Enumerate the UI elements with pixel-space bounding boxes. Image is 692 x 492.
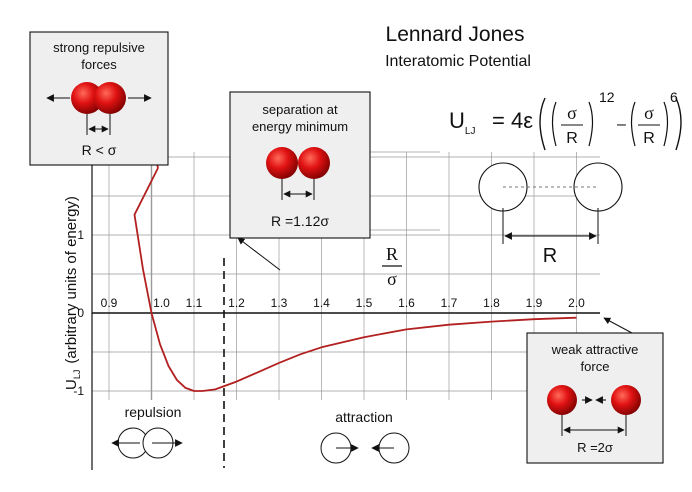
svg-text:ULJ: ULJ (449, 108, 475, 137)
formula-exp-6: 6 (670, 89, 678, 105)
separation-diagram: R (478, 162, 623, 267)
y-axis-label-sub: LJ (72, 370, 82, 380)
y-tick-labels: 1 0 -1 (73, 228, 84, 398)
callout-repulsive: strong repulsive forces R < σ (29, 31, 169, 166)
callout-minimum-line1: separation at (262, 102, 338, 117)
separation-label: R (543, 245, 557, 267)
callout-repulsive-line2: forces (81, 57, 117, 72)
formula: ULJ = 4ε σ R 12 – σ R 6 (449, 89, 682, 151)
axis-ratio-label: R σ (382, 244, 402, 289)
callout-attractive-line1: weak attractive (551, 342, 639, 357)
attraction-label: attraction (335, 409, 393, 425)
potential-curve (133, 167, 577, 392)
formula-r-2: R (643, 130, 655, 147)
atom-red (94, 82, 126, 114)
callout-attractive-relation: R =2σ (577, 440, 613, 455)
x-tick-label: 2.0 (568, 296, 585, 310)
x-tick-label: 1.5 (356, 296, 373, 310)
x-tick-label: 1.0 (153, 296, 170, 310)
atom-red (298, 147, 330, 179)
svg-text:ULJ(arbitrary units of energy): ULJ (arbitrary units of energy) (63, 196, 82, 390)
y-tick-label: 1 (77, 228, 84, 242)
atom-red (611, 385, 641, 415)
x-tick-label: 1.8 (483, 296, 500, 310)
ratio-denominator: σ (387, 269, 397, 289)
ratio-numerator: R (386, 244, 398, 264)
x-tick-label: 1.4 (313, 296, 330, 310)
repulsion-region: repulsion (111, 404, 183, 459)
formula-sigma-1: σ (567, 103, 577, 123)
y-axis-label: ULJ (arbitrary units of energy) (63, 196, 82, 390)
callout-attractive: weak attractive force R =2σ (526, 317, 664, 464)
callout-attractive-line2: force (581, 359, 610, 374)
callout-minimum-line2: energy minimum (252, 119, 348, 134)
x-tick-label: 1.1 (186, 296, 203, 310)
formula-sub: LJ (465, 126, 476, 137)
x-tick-label: 1.9 (526, 296, 543, 310)
formula-exp-12: 12 (599, 89, 615, 105)
y-tick-label: 0 (77, 306, 84, 320)
y-tick-label: -1 (73, 384, 84, 398)
x-tick-label: 1.7 (441, 296, 458, 310)
title-line1: Lennard Jones (386, 23, 525, 46)
formula-u: U (449, 108, 465, 133)
formula-r-1: R (566, 130, 578, 147)
y-axis-label-u: U (63, 379, 80, 390)
formula-minus: – (617, 116, 626, 133)
atom-red (71, 82, 103, 114)
callout-minimum: separation at energy minimum R =1.12σ (229, 91, 371, 271)
repulsion-label: repulsion (125, 404, 182, 420)
attraction-region: attraction (320, 409, 410, 464)
title-line2: Interatomic Potential (385, 53, 531, 70)
x-tick-label: 0.9 (101, 296, 118, 310)
atom-red (266, 147, 298, 179)
x-tick-labels: 0.9 1.0 1.1 1.2 1.3 1.4 1.5 1.6 1.7 1.8 1.9 2.0 (101, 296, 586, 310)
formula-sigma-2: σ (644, 103, 654, 123)
atom-red (547, 385, 577, 415)
callout-repulsive-line1: strong repulsive (53, 40, 145, 55)
x-tick-label: 1.2 (228, 296, 245, 310)
formula-eq: = 4ε (492, 108, 533, 133)
x-tick-label: 1.3 (271, 296, 288, 310)
x-tick-label: 1.6 (398, 296, 415, 310)
y-axis-label-text: (arbitrary units of energy) (63, 196, 80, 364)
callout-repulsive-relation: R < σ (82, 142, 117, 158)
callout-minimum-relation: R =1.12σ (271, 213, 329, 229)
